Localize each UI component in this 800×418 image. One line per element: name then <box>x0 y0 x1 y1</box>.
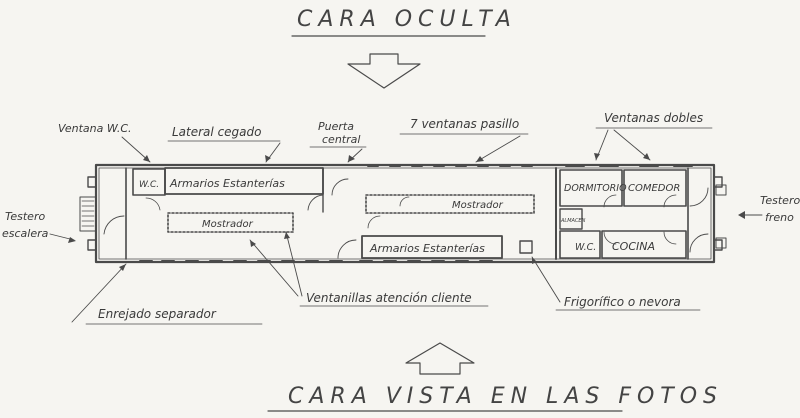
mostrador-right: Mostrador <box>365 194 535 214</box>
wc-compartment: W.C. <box>132 168 166 211</box>
title-top: CARA OCULTA <box>297 7 517 32</box>
svg-text:Testero: Testero <box>760 194 800 207</box>
svg-text:Testero: Testero <box>5 210 45 223</box>
annotation-ventanas-pasillo: 7 ventanas pasillo <box>399 117 529 163</box>
mostrador-left: Mostrador <box>167 212 294 233</box>
svg-text:Enrejado separador: Enrejado separador <box>98 307 217 321</box>
svg-text:freno: freno <box>765 211 794 224</box>
annotation-lateral-cegado: Lateral cegado <box>167 125 281 163</box>
fridge <box>519 240 533 254</box>
annotation-ventanas-dobles: Ventanas dobles <box>594 111 713 161</box>
svg-text:Frigorífico o nevora: Frigorífico o nevora <box>564 295 681 309</box>
annotation-testero-escalera: Testero escalera <box>2 210 76 243</box>
svg-text:Ventanas dobles: Ventanas dobles <box>604 111 703 125</box>
svg-text:7 ventanas pasillo: 7 ventanas pasillo <box>410 117 519 131</box>
room-mostrador-2: Mostrador <box>452 200 504 211</box>
svg-text:Lateral cegado: Lateral cegado <box>172 125 261 139</box>
svg-text:escalera: escalera <box>2 227 49 240</box>
title-bottom: CARA VISTA EN LAS FOTOS <box>288 384 723 409</box>
armarios-top: Armarios Estanterías <box>164 167 324 195</box>
svg-text:central: central <box>322 133 360 146</box>
svg-text:Ventana W.C.: Ventana W.C. <box>58 122 132 135</box>
arrow-up-icon <box>405 342 475 375</box>
arrow-down-icon <box>347 53 421 89</box>
annotation-enrejado: Enrejado separador <box>71 263 263 325</box>
annotation-testero-freno: Testero freno <box>738 194 800 224</box>
svg-text:Ventanillas atención cliente: Ventanillas atención cliente <box>306 291 472 305</box>
living-quarters: DORMITORIO COMEDOR ALMACEN W.C. COCINA <box>555 167 727 260</box>
escalera-end <box>79 167 127 260</box>
room-cocina: COCINA <box>612 240 655 253</box>
room-armarios-2: Armarios Estanterías <box>369 242 485 255</box>
armarios-bottom: Armarios Estanterías <box>361 215 503 259</box>
room-armarios-1: Armarios Estanterías <box>169 177 285 190</box>
room-wc: W.C. <box>139 180 159 190</box>
room-mostrador-1: Mostrador <box>202 219 254 230</box>
annotation-puerta-central: Puerta central <box>309 120 367 163</box>
room-dormitorio: DORMITORIO <box>564 183 627 194</box>
room-comedor: COMEDOR <box>628 183 680 194</box>
annotation-ventanillas: Ventanillas atención cliente <box>249 231 489 307</box>
annotation-frigorifico: Frigorífico o nevora <box>531 256 701 311</box>
annotation-ventana-wc: Ventana W.C. <box>58 122 151 163</box>
room-small: ALMACEN <box>560 218 586 224</box>
svg-text:Puerta: Puerta <box>318 120 354 133</box>
puerta-central <box>307 167 357 259</box>
room-wc2: W.C. <box>575 242 596 253</box>
